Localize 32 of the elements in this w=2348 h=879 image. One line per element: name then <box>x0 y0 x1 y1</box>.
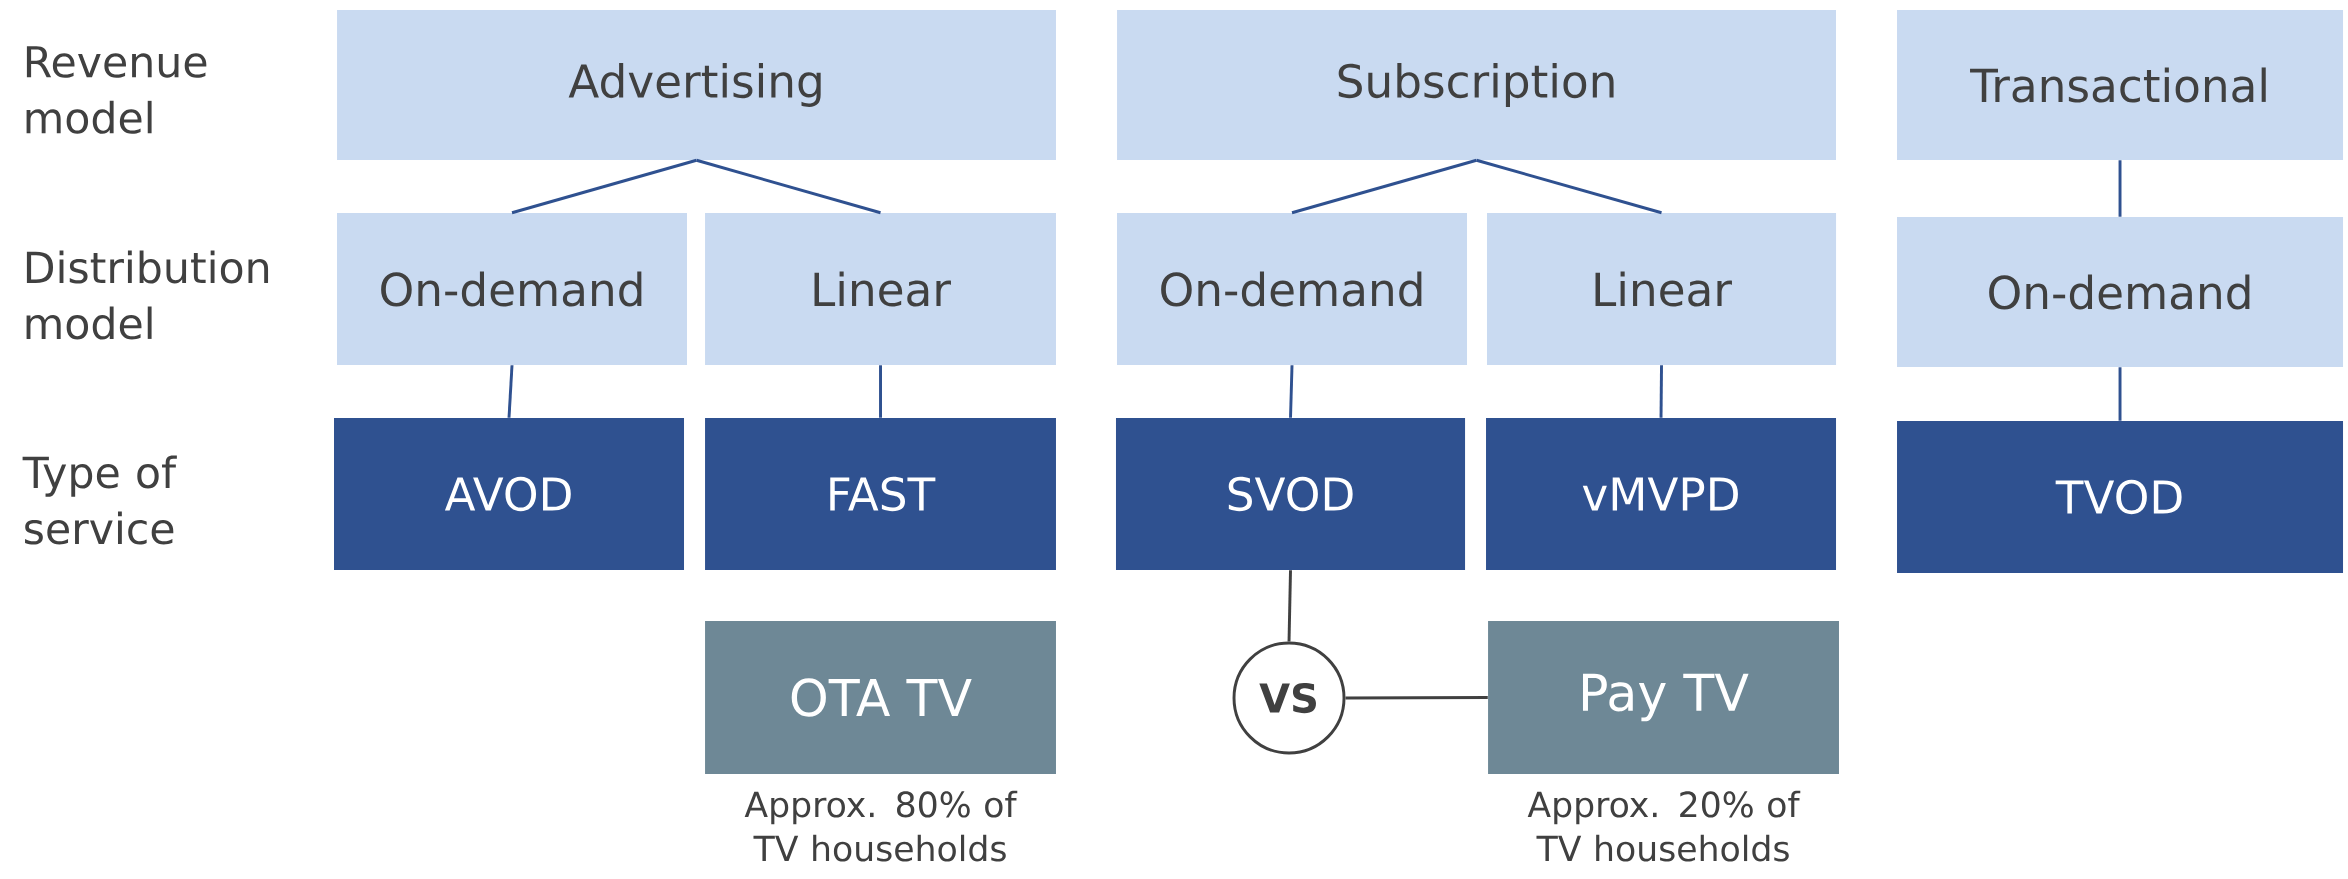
connector-line <box>2118 367 2122 421</box>
connector-line <box>1345 696 1488 700</box>
row-label: Type of service <box>22 455 177 545</box>
connector-line <box>696 158 881 215</box>
label-box: Linear <box>1487 213 1837 365</box>
connector-line <box>2118 160 2122 217</box>
row-label: Distribution model <box>26 250 269 340</box>
tv-box: Pay TV <box>1488 620 1839 775</box>
service-box: AVOD <box>334 418 684 570</box>
caption-text: Approx. 20% of TV households <box>1527 790 1801 862</box>
service-box: TVOD <box>1897 421 2343 573</box>
label-box: On-demand <box>337 213 687 365</box>
connector-line <box>879 365 882 418</box>
connector-line <box>511 158 697 215</box>
label-box: Subscription <box>1117 10 1836 160</box>
row-label: Revenue model <box>26 46 207 134</box>
connector-line <box>1291 158 1477 215</box>
label-box: On-demand <box>1117 213 1467 365</box>
service-box: vMVPD <box>1486 418 1836 570</box>
tv-box: OTA TV <box>705 620 1056 775</box>
caption-text: Approx. 80% of TV households <box>744 790 1018 862</box>
label-box: Advertising <box>337 10 1056 160</box>
label-box: On-demand <box>1897 217 2343 367</box>
label-box: Transactional <box>1897 10 2343 160</box>
connector-line <box>1476 158 1662 215</box>
label-box: Linear <box>705 213 1056 365</box>
service-box: SVOD <box>1116 418 1466 570</box>
service-box: FAST <box>705 418 1056 570</box>
connector-line <box>1289 365 1294 418</box>
connector-line <box>1659 365 1663 418</box>
connector-line <box>507 365 514 418</box>
connector-line <box>1287 570 1292 642</box>
